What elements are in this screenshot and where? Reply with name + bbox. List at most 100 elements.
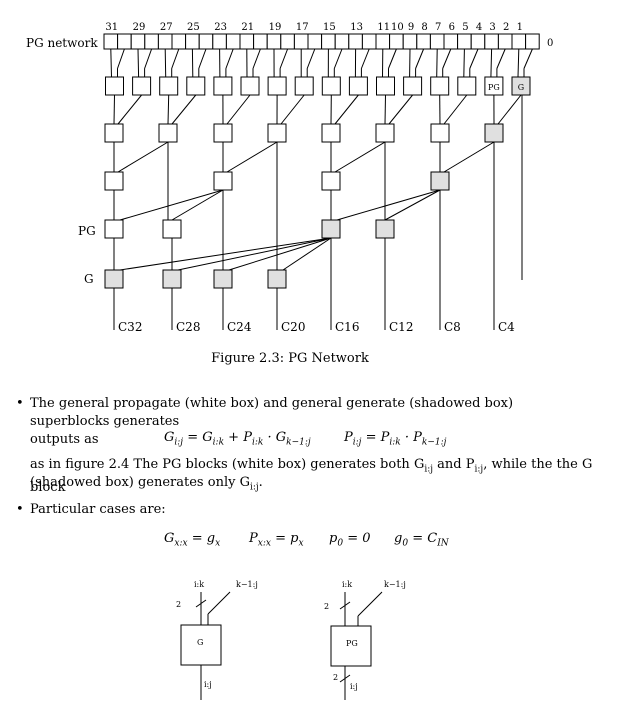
input-cell	[321, 33, 336, 50]
pg-block-row3	[104, 171, 124, 191]
g-block-row5	[213, 269, 233, 289]
wire	[388, 94, 413, 125]
pg-block-row1	[430, 76, 450, 96]
g-block-row3	[430, 171, 450, 191]
pg-block-row1	[376, 76, 395, 96]
wire	[171, 94, 197, 125]
equation-case-p: Px:x = px	[249, 531, 304, 549]
bit-label-zero: 0	[547, 38, 553, 49]
input-cell	[484, 33, 499, 50]
g-block-row5	[162, 269, 182, 289]
bullet-dot: •	[16, 396, 24, 411]
g-block-row4	[375, 219, 395, 239]
wire	[443, 141, 495, 173]
wire	[137, 48, 140, 78]
input-cell	[375, 33, 391, 50]
bullet-2-text: Particular cases are:	[30, 502, 166, 517]
row-label-pg: PG	[78, 224, 96, 238]
wire	[436, 48, 438, 78]
wire	[226, 141, 278, 173]
pg-block-row4	[162, 219, 182, 239]
pg-block-row1	[240, 76, 260, 96]
input-cell	[239, 33, 255, 50]
pg-block-row1	[132, 76, 152, 96]
wire	[497, 94, 522, 125]
g-block-symbol	[180, 591, 231, 700]
wire	[117, 48, 125, 69]
input-cell	[389, 33, 404, 50]
pg-block-row2	[158, 123, 178, 143]
wire	[119, 237, 332, 271]
input-cell	[525, 33, 540, 50]
pg-block-row1	[105, 76, 124, 96]
input-cell	[348, 33, 363, 50]
pg-block-row1	[348, 76, 368, 96]
diagram-wires	[110, 48, 533, 330]
pg-block-row1	[457, 76, 477, 96]
input-cell	[470, 33, 486, 50]
wire	[164, 48, 167, 78]
pg-block-row1	[186, 76, 206, 96]
input-cell	[334, 33, 350, 50]
equation-case-g0: g0 = CIN	[394, 531, 449, 549]
pg-block-row2	[213, 123, 233, 143]
pg-block-row1	[267, 76, 287, 96]
bit-label: 4	[476, 22, 482, 33]
bit-label: 23	[214, 22, 227, 33]
input-cell	[457, 33, 472, 50]
input-cell	[212, 33, 227, 50]
diagram-boxes	[103, 33, 540, 289]
bit-label: 31	[105, 22, 118, 33]
wire	[334, 94, 359, 125]
wire	[334, 141, 386, 173]
wire	[228, 237, 332, 271]
bullet-1-text: The general propagate (white box) and ge…	[30, 395, 596, 449]
pg-block-out-width: 2	[333, 673, 338, 682]
bullet-1: • The general propagate (white box) and …	[16, 395, 596, 449]
equation-case-p0: p0 = 0	[329, 531, 371, 549]
bit-label: 11	[377, 22, 390, 33]
carry-label: C28	[176, 320, 200, 334]
wire	[252, 48, 261, 69]
input-cell	[443, 33, 459, 50]
wire	[117, 94, 142, 125]
row1-g-text: G	[518, 83, 524, 92]
equation-case-g: Gx:x = gx	[164, 531, 221, 549]
input-cell	[429, 33, 445, 50]
wire	[306, 48, 316, 69]
input-cell	[280, 33, 295, 50]
bit-label: 21	[241, 22, 254, 33]
pg-block-bus-width: 2	[324, 602, 329, 611]
pg-block-row1	[294, 76, 314, 96]
wire	[225, 48, 234, 69]
g-block-row5	[104, 269, 124, 289]
pg-block-row2	[267, 123, 287, 143]
bit-label: 15	[323, 22, 336, 33]
bullet-1-line-3: as in figure 2.4 The PG blocks (white bo…	[30, 457, 593, 495]
bullet-dot: •	[16, 502, 24, 517]
wire	[442, 48, 452, 69]
input-cell	[198, 33, 214, 50]
g-block-row4	[321, 219, 341, 239]
input-cell	[171, 33, 187, 50]
wire	[517, 48, 520, 78]
pg-block-row3	[321, 171, 341, 191]
wire	[171, 48, 180, 69]
pg-block-in-left: i:k	[342, 580, 352, 589]
bit-label: 19	[269, 22, 282, 33]
pg-block-row1	[321, 76, 341, 96]
wire	[110, 48, 112, 78]
wire	[388, 48, 397, 69]
bit-label: 2	[503, 22, 509, 33]
input-cell	[293, 33, 309, 50]
input-cell	[103, 33, 119, 50]
input-cell	[253, 33, 268, 50]
input-cell	[266, 33, 282, 50]
wire	[279, 48, 289, 69]
bullet-1-line-2: outputs as	[30, 432, 99, 447]
bit-label: 29	[133, 22, 146, 33]
carry-label: C16	[335, 320, 359, 334]
wire	[117, 141, 169, 173]
